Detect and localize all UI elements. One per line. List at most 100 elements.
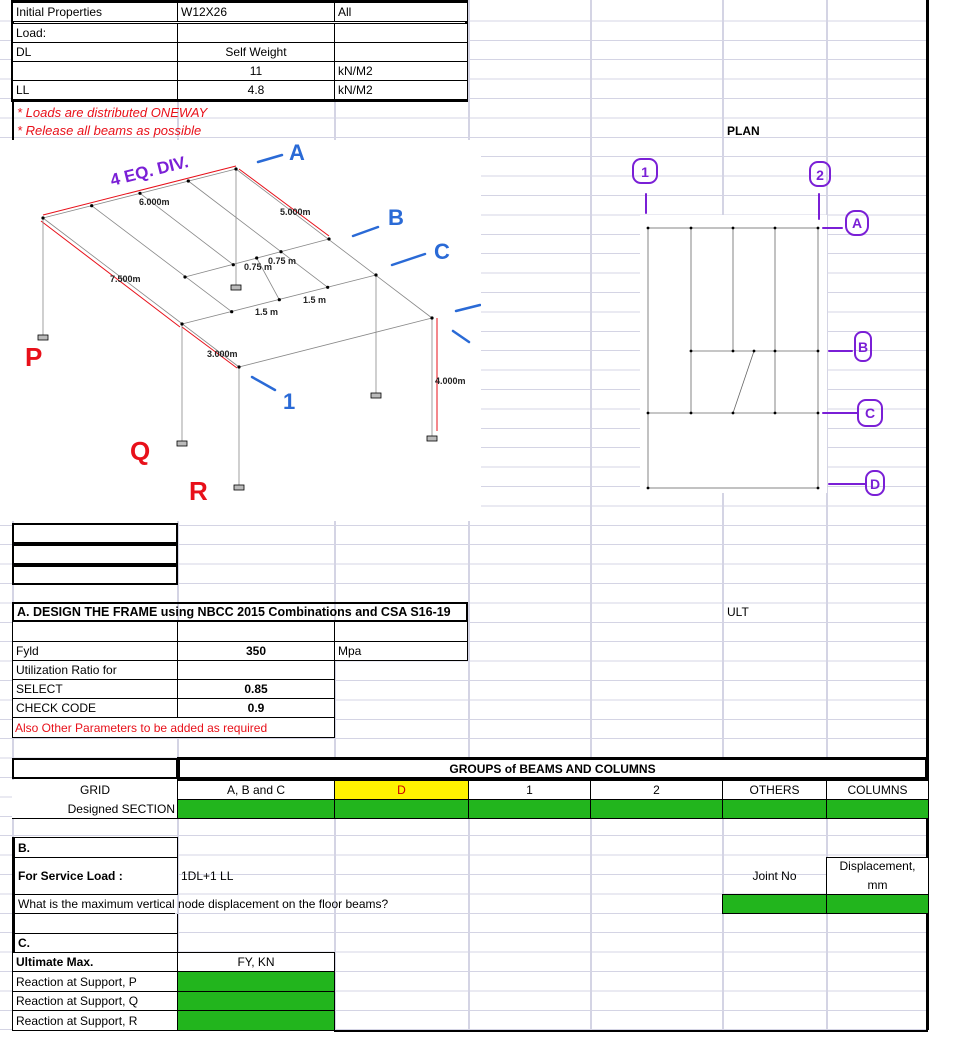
- displacement-header: Displacement, mm: [826, 857, 929, 895]
- dim-label: 1.5 m: [303, 295, 326, 305]
- dim-label: 1.5 m: [255, 307, 278, 317]
- ll-label: LL: [12, 80, 178, 100]
- section-b-label: B.: [12, 837, 178, 858]
- group-header: COLUMNS: [826, 780, 929, 800]
- plan-grid-a: A: [852, 215, 862, 231]
- dl-value-label-empty: [12, 61, 178, 81]
- plan-drawing: 1 2 A B C D: [632, 158, 885, 496]
- utilization-label: Utilization Ratio for: [12, 660, 178, 680]
- service-load-combo[interactable]: 1DL+1 LL: [181, 869, 234, 883]
- check-code-ratio-cell[interactable]: 0.9: [177, 698, 335, 718]
- ll-unit-cell[interactable]: kN/M2: [334, 80, 468, 100]
- table-bottom-border: [334, 1030, 928, 1032]
- support-icon: [370, 392, 382, 399]
- self-weight-cell[interactable]: Self Weight: [177, 42, 335, 62]
- plan-grid-1: 1: [641, 164, 649, 180]
- dim-label: 3.000m: [207, 349, 238, 359]
- group-header: A, B and C: [177, 780, 335, 800]
- support-label-r: R: [189, 476, 208, 506]
- designed-section-input[interactable]: [468, 799, 591, 819]
- fyld-value-cell[interactable]: 350: [177, 641, 335, 661]
- select-label: SELECT: [12, 679, 178, 699]
- joint-no-header: Joint No: [752, 869, 797, 883]
- support-icon: [176, 440, 188, 447]
- sheet-right-border: [926, 0, 929, 1030]
- empty-cell[interactable]: [12, 758, 178, 779]
- reaction-r-input[interactable]: [177, 1010, 335, 1031]
- designed-section-input[interactable]: [722, 799, 827, 819]
- parameters-note: Also Other Parameters to be added as req…: [15, 720, 268, 735]
- empty-cell[interactable]: [12, 914, 178, 934]
- empty-cell[interactable]: [12, 565, 178, 585]
- ll-value-cell[interactable]: 4.8: [177, 80, 335, 100]
- empty-cell: [12, 717, 335, 738]
- plan-grid-d: D: [870, 476, 880, 492]
- reaction-label-p: Reaction at Support, P: [12, 971, 178, 992]
- plan-grid-2: 2: [816, 167, 824, 183]
- dimension-lines: [40, 165, 438, 431]
- dim-label: 7.500m: [110, 274, 141, 284]
- support-icon: [426, 435, 438, 442]
- initial-properties-label: Initial Properties: [12, 2, 178, 22]
- designed-section-input[interactable]: [826, 799, 929, 819]
- select-ratio-cell[interactable]: 0.85: [177, 679, 335, 699]
- reaction-p-input[interactable]: [177, 971, 335, 992]
- plan-grid-c: C: [865, 405, 875, 421]
- section-cell[interactable]: W12X26: [177, 2, 335, 22]
- fy-kn-header: FY, KN: [177, 952, 335, 972]
- dl-unit-cell[interactable]: kN/M2: [334, 61, 468, 81]
- support-label-q: Q: [130, 436, 150, 466]
- groups-title: GROUPS of BEAMS AND COLUMNS: [177, 757, 928, 780]
- dim-label: 6.000m: [139, 197, 170, 207]
- check-code-label: CHECK CODE: [12, 698, 178, 718]
- empty-cell[interactable]: [177, 621, 335, 642]
- load-label: Load:: [12, 23, 178, 43]
- designed-section-input[interactable]: [590, 799, 723, 819]
- plan-title: PLAN: [727, 124, 760, 138]
- empty-cell[interactable]: [334, 621, 468, 642]
- load-cell[interactable]: [177, 23, 335, 43]
- ult-label: ULT: [727, 605, 749, 619]
- grid-label-a: A: [289, 140, 305, 165]
- dim-label: 0.75 m: [268, 256, 296, 266]
- plan-grid-b: B: [858, 339, 868, 355]
- note-release: * Release all beams as possible: [12, 120, 204, 140]
- support-icon: [233, 484, 245, 491]
- note-oneway: * Loads are distributed ONEWAY: [12, 102, 210, 122]
- designed-section-input[interactable]: [177, 799, 335, 819]
- designed-section-input[interactable]: [334, 799, 469, 819]
- support-icons: [37, 284, 438, 491]
- section-a-title: A. DESIGN THE FRAME using NBCC 2015 Comb…: [12, 602, 468, 622]
- empty-cell[interactable]: [12, 544, 178, 565]
- support-icon: [37, 334, 49, 341]
- load-unit-cell[interactable]: [334, 23, 468, 43]
- support-label-p: P: [25, 342, 42, 372]
- ultimate-max-label: Ultimate Max.: [12, 952, 178, 972]
- dim-label: 4.000m: [435, 376, 466, 386]
- group-header: 1: [468, 780, 591, 800]
- empty-cell[interactable]: [177, 660, 335, 680]
- grid-label-1: 1: [283, 389, 295, 414]
- group-header-highlighted: D: [334, 780, 469, 800]
- reaction-label-r: Reaction at Support, R: [12, 1010, 178, 1031]
- frame-3d-drawing: 6.000m 5.000m 7.500m 0.75 m 0.75 m 1.5 m…: [0, 140, 481, 521]
- designed-section-label: Designed SECTION: [12, 799, 178, 819]
- empty-cell[interactable]: [12, 523, 178, 544]
- dl-label: DL: [12, 42, 178, 62]
- fyld-unit-cell[interactable]: Mpa: [334, 641, 468, 661]
- empty-cell[interactable]: [12, 621, 178, 642]
- displacement-question: What is the maximum vertical node displa…: [12, 894, 388, 914]
- dl-unit-empty[interactable]: [334, 42, 468, 62]
- support-icon: [230, 284, 242, 291]
- dl-value-cell[interactable]: 11: [177, 61, 335, 81]
- grid-label-b: B: [388, 205, 404, 230]
- displacement-input[interactable]: [826, 894, 929, 914]
- reaction-q-input[interactable]: [177, 991, 335, 1011]
- joint-no-input[interactable]: [722, 894, 827, 914]
- reaction-label-q: Reaction at Support, Q: [12, 991, 178, 1011]
- dim-label: 5.000m: [280, 207, 311, 217]
- applies-to-cell[interactable]: All: [334, 2, 468, 22]
- service-load-label: For Service Load :: [12, 857, 178, 895]
- group-header: OTHERS: [722, 780, 827, 800]
